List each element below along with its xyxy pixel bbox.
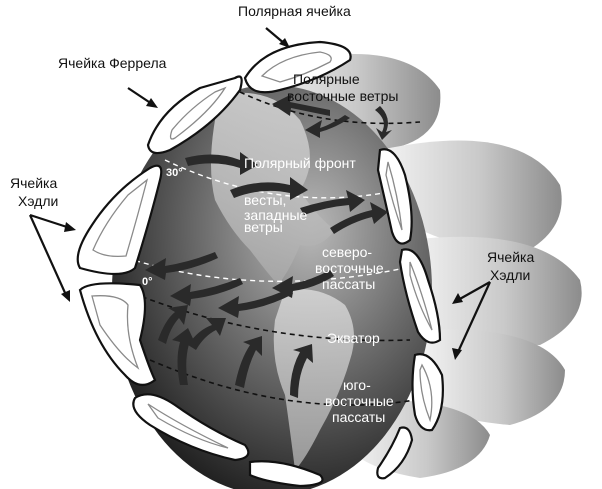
hadley-cell-left-north (76, 164, 163, 276)
label-se-trades-line3: пассаты (332, 409, 385, 425)
label-latitude-30: 30° (166, 167, 183, 179)
label-westerlies-line1: весты, (244, 192, 286, 208)
wind-arrow (145, 252, 218, 280)
ferrel-cell-loop (146, 75, 243, 155)
wind-arrow (185, 152, 258, 175)
labels: Полярная ячейка Ячейка Феррела Ячейка Хэ… (10, 3, 534, 425)
label-se-trades-line2: восточные (325, 393, 394, 409)
wind-arrow (235, 336, 262, 388)
cells (76, 40, 444, 488)
wind-arrow (305, 115, 350, 138)
label-hadley-left-line2: Хэдли (18, 193, 58, 209)
label-polar-easterlies-line2: восточные ветры (287, 88, 398, 104)
hadley-cell-left-south (78, 282, 157, 387)
label-ferrel-cell: Ячейка Феррела (58, 55, 167, 71)
right-cell-3 (411, 353, 444, 432)
wind-arrow (170, 278, 243, 306)
label-latitude-0: 0° (142, 276, 153, 288)
polar-cell-bottom (248, 460, 324, 488)
wind-arrow (272, 270, 334, 298)
right-cell-2 (398, 248, 442, 344)
label-hadley-right-line2: Хэдли (490, 267, 530, 283)
right-cell-1 (376, 148, 413, 245)
wind-arrow (188, 318, 226, 350)
wind-arrow (330, 202, 388, 234)
label-equator: Экватор (327, 330, 380, 346)
label-polar-easterlies-line1: Полярные (293, 71, 360, 87)
wind-arrow (300, 190, 365, 215)
label-polar-cell: Полярная ячейка (238, 3, 351, 19)
wind-arrow (375, 106, 392, 140)
polar-cell-loop (243, 40, 352, 94)
wind-arrow (158, 305, 188, 344)
wind-arrow (290, 344, 313, 398)
label-ne-trades-line3: пассаты (322, 276, 375, 292)
label-westerlies-line3: ветры (244, 219, 283, 235)
label-pointers (28, 27, 492, 360)
wind-arrow (272, 94, 330, 116)
label-se-trades-line1: юго- (343, 377, 371, 393)
right-cell-4 (376, 426, 414, 480)
ferrel-cell-bottom (132, 393, 250, 462)
label-polar-front: Полярный фронт (244, 155, 356, 171)
wind-arrow (230, 177, 308, 200)
label-ne-trades-line2: восточные (315, 260, 384, 276)
wind-arrow (218, 288, 293, 318)
label-ne-trades-line1: северо- (322, 244, 372, 260)
wind-arrows (145, 94, 392, 398)
wind-arrow (172, 328, 196, 385)
label-hadley-right-line1: Ячейка (487, 249, 534, 265)
label-hadley-left-line1: Ячейка (10, 175, 57, 191)
label-westerlies-line2: западные (244, 207, 308, 223)
